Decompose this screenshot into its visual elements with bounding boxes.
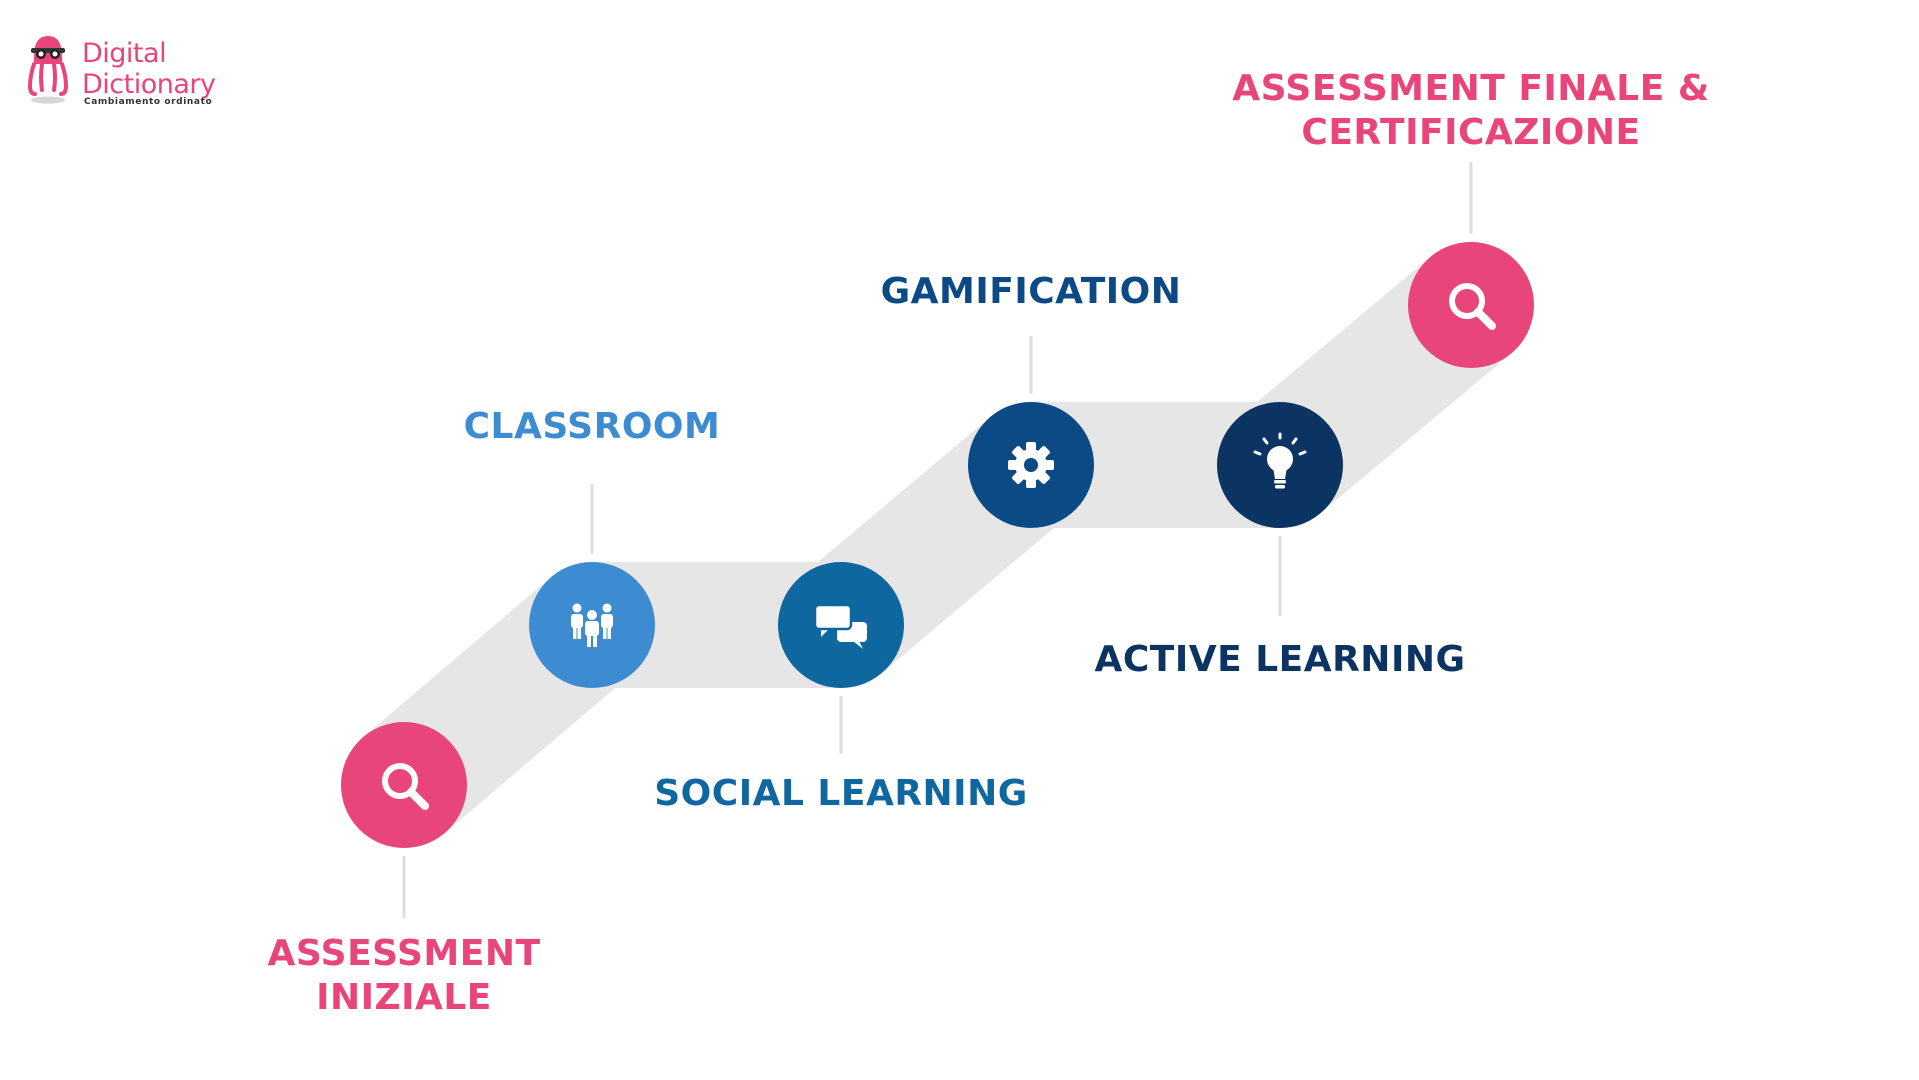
step-label-classroom: CLASSROOM <box>464 405 721 449</box>
step-label-line: ASSESSMENT <box>267 933 541 974</box>
brand-name-line1: Digital <box>82 38 167 69</box>
brand-logo: Digital Dictionary Cambiamento ordinato <box>28 34 248 114</box>
step-node-classroom <box>529 562 655 688</box>
step-node-assessment-finale <box>1408 242 1534 368</box>
step-label-line: CLASSROOM <box>463 406 721 447</box>
step-label-line: CERTIFICAZIONE <box>1301 112 1641 153</box>
step-label-active-learning: ACTIVE LEARNING <box>1094 638 1465 682</box>
step-circle-assessment-iniziale <box>341 722 467 848</box>
brand-name: Digital Dictionary <box>82 38 216 100</box>
octopus-mascot-icon <box>28 36 69 104</box>
path-track <box>341 242 1534 848</box>
step-node-assessment-iniziale <box>341 722 467 848</box>
brand-name-line2: Dictionary <box>82 69 216 100</box>
brand-tagline: Cambiamento ordinato <box>84 97 213 107</box>
step-node-active-learning <box>1217 402 1343 528</box>
step-label-line: INIZIALE <box>316 977 492 1018</box>
step-label-assessment-finale: ASSESSMENT FINALE &CERTIFICAZIONE <box>1232 67 1710 155</box>
step-label-line: ASSESSMENT FINALE & <box>1232 68 1710 109</box>
step-label-gamification: GAMIFICATION <box>881 270 1182 314</box>
step-label-line: GAMIFICATION <box>880 271 1182 312</box>
step-circle-assessment-finale <box>1408 242 1534 368</box>
step-label-social-learning: SOCIAL LEARNING <box>654 772 1028 816</box>
step-node-gamification <box>968 402 1094 528</box>
gear-icon <box>1008 442 1054 488</box>
step-node-social-learning <box>778 562 904 688</box>
step-label-line: SOCIAL LEARNING <box>654 773 1028 814</box>
step-label-line: ACTIVE LEARNING <box>1094 639 1466 680</box>
